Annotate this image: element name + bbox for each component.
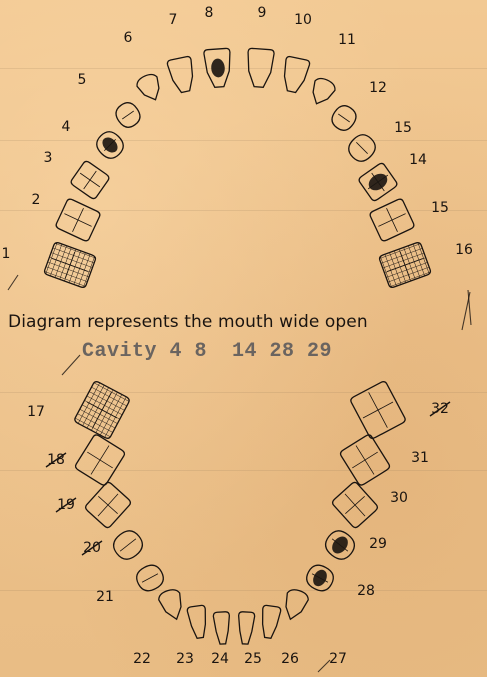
tooth-1 — [44, 242, 97, 289]
tooth-2 — [55, 198, 101, 242]
diagram-caption: Diagram represents the mouth wide open — [8, 312, 478, 332]
pencil-tick — [62, 355, 80, 375]
tooth-number-label: 23 — [176, 651, 194, 667]
tooth-32 — [350, 380, 407, 439]
tooth-7 — [167, 56, 198, 94]
tooth-15 — [369, 198, 415, 242]
tooth-number-label: 1 — [2, 246, 11, 262]
tooth-number-label: 27 — [329, 651, 347, 667]
cavity-label: Cavity — [82, 340, 157, 363]
tooth-12 — [328, 102, 360, 134]
tooth-28 — [303, 561, 337, 594]
tooth-number-label: 2 — [32, 192, 41, 208]
tooth-24 — [213, 612, 231, 645]
pencil-tick — [8, 275, 18, 290]
tooth-number-label: 8 — [205, 5, 214, 21]
tooth-number-label: 3 — [44, 150, 53, 166]
tooth-3 — [70, 160, 111, 200]
tooth-number-label: 12 — [369, 80, 387, 96]
tooth-18 — [74, 434, 126, 487]
cavity-tooth-list: 4 8 14 28 29 — [170, 340, 333, 363]
tooth-number-label: 18 — [47, 452, 65, 468]
tooth-17 — [74, 380, 131, 439]
tooth-number-label: 15 — [394, 120, 412, 136]
tooth-29 — [321, 526, 359, 564]
tooth-6 — [135, 72, 166, 105]
tooth-20 — [109, 526, 147, 564]
tooth-number-label: 14 — [409, 152, 427, 168]
tooth-27 — [280, 587, 310, 622]
tooth-number-label: 25 — [244, 651, 262, 667]
tooth-21 — [133, 561, 167, 594]
tooth-number-label: 28 — [357, 583, 375, 599]
tooth-9 — [246, 48, 275, 88]
tooth-number-label: 10 — [294, 12, 312, 28]
tooth-31 — [339, 434, 391, 487]
tooth-14 — [358, 162, 399, 202]
tooth-26 — [259, 605, 281, 639]
tooth-5 — [112, 99, 144, 131]
tooth-19 — [84, 481, 132, 529]
tooth-number-label: 6 — [124, 30, 133, 46]
tooth-number-label: 22 — [133, 651, 151, 667]
tooth-number-label: 32 — [431, 401, 449, 417]
tooth-15 — [344, 130, 379, 165]
tooth-11 — [307, 76, 338, 109]
tooth-number-label: 15 — [431, 200, 449, 216]
tooth-number-label: 7 — [169, 12, 178, 28]
tooth-4 — [92, 127, 127, 162]
tooth-number-label: 11 — [338, 32, 356, 48]
tooth-number-label: 16 — [455, 242, 473, 258]
tooth-number-label: 29 — [369, 536, 387, 552]
cavity-typed-note: Cavity 4 8 14 28 29 — [82, 340, 442, 363]
tooth-number-label: 20 — [83, 540, 101, 556]
tooth-30 — [331, 481, 379, 529]
tooth-number-label: 4 — [62, 119, 71, 135]
tooth-25 — [237, 612, 255, 645]
tooth-10 — [280, 56, 311, 94]
tooth-number-label: 19 — [57, 497, 75, 513]
tooth-23 — [187, 605, 209, 639]
lower-arch — [74, 380, 407, 644]
tooth-number-label: 24 — [211, 651, 229, 667]
tooth-16 — [379, 242, 432, 289]
tooth-number-label: 30 — [390, 490, 408, 506]
tooth-number-label: 21 — [96, 589, 114, 605]
tooth-number-label: 17 — [27, 404, 45, 420]
tooth-22 — [157, 587, 187, 622]
tooth-number-label: 9 — [258, 5, 267, 21]
tooth-number-label: 26 — [281, 651, 299, 667]
tooth-8 — [204, 48, 233, 88]
tooth-number-label: 31 — [411, 450, 429, 466]
tooth-number-label: 5 — [78, 72, 87, 88]
